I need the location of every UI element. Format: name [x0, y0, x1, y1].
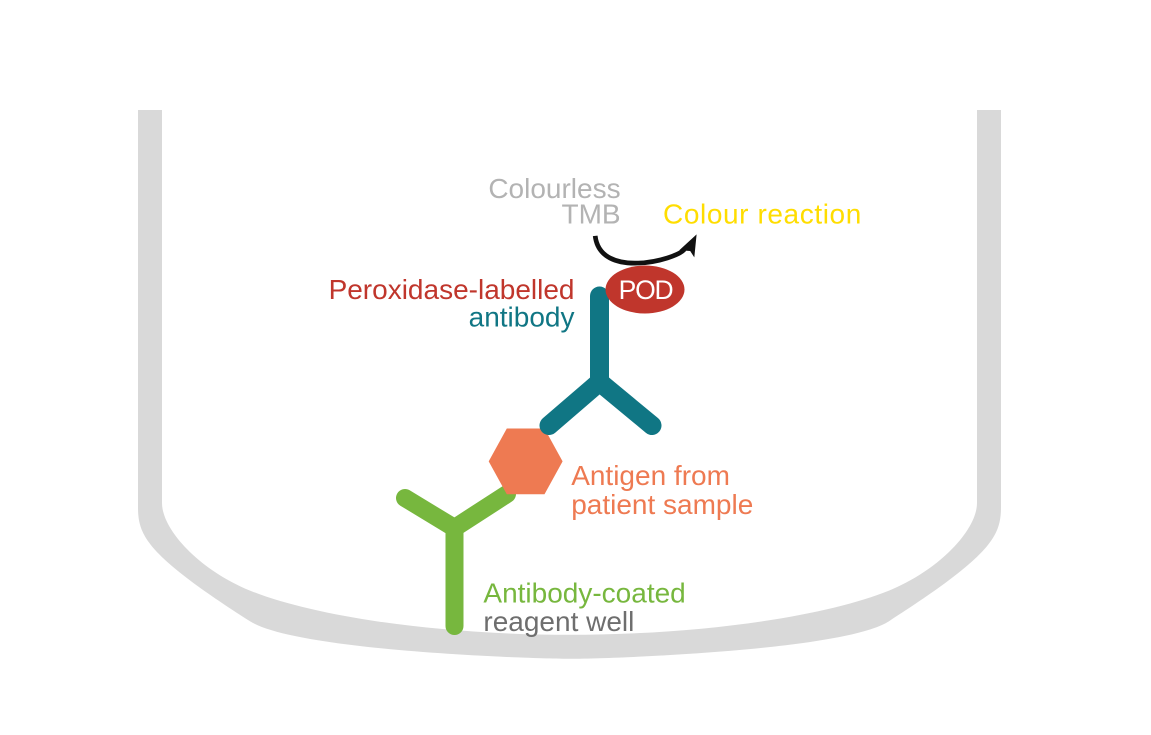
svg-text:Colourless: Colourless	[488, 173, 620, 204]
svg-text:Antibody-coated: Antibody-coated	[483, 577, 685, 608]
svg-text:TMB: TMB	[561, 198, 620, 229]
svg-text:Peroxidase-labelled: Peroxidase-labelled	[329, 274, 575, 305]
svg-text:POD: POD	[619, 275, 673, 305]
svg-text:patient sample: patient sample	[571, 489, 753, 520]
svg-text:Antigen from: Antigen from	[571, 460, 730, 491]
svg-text:Colour reaction: Colour reaction	[663, 198, 862, 229]
svg-text:reagent well: reagent well	[483, 606, 634, 637]
svg-text:antibody: antibody	[469, 302, 575, 333]
